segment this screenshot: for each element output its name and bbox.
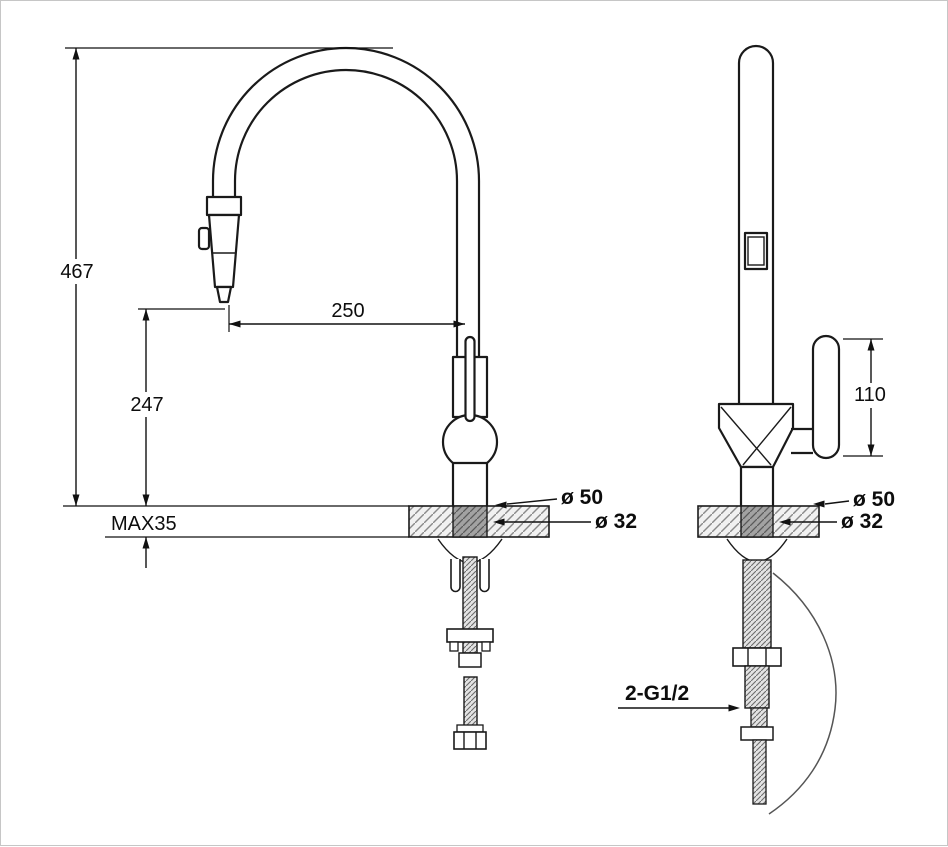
dim-dia32-front-label: ø 32 — [595, 510, 637, 533]
arrow-up-icon — [867, 339, 875, 351]
hex-nut — [453, 731, 487, 750]
dim-247: 247 — [125, 308, 225, 506]
arrow-down-icon — [72, 494, 80, 506]
spray-nozzle — [215, 285, 233, 304]
side-view: 110 ø 50 ø 32 2-G1/2 — [618, 44, 895, 815]
mount-stud — [463, 676, 478, 728]
arrow-left-icon — [495, 501, 507, 509]
shank-through-slab — [740, 505, 774, 538]
dim-dia50-side-label: ø 50 — [853, 488, 895, 511]
mount-nut-small — [458, 652, 482, 668]
column-window-inner — [747, 236, 765, 266]
escutcheon-bowl — [726, 538, 788, 563]
hex-nut — [732, 647, 782, 667]
washer — [456, 724, 484, 733]
arrow-down-icon — [867, 444, 875, 456]
body-shank — [739, 465, 775, 510]
dim-max35-label: MAX35 — [111, 513, 177, 535]
arrow-right-icon — [728, 704, 740, 712]
dim-dia32-side: ø 32 — [779, 510, 883, 533]
faucet-body — [441, 335, 499, 511]
supply-hose-curve — [768, 572, 837, 815]
dim-247-label: 247 — [130, 394, 163, 416]
arrow-right-icon — [453, 320, 465, 328]
shank-lower — [744, 665, 770, 709]
spray-body — [207, 213, 241, 289]
dim-dia32-front: ø 32 — [493, 510, 637, 533]
dim-max35: MAX35 — [105, 513, 409, 568]
dim-467-label: 467 — [60, 261, 93, 283]
arrow-down-icon — [142, 494, 150, 506]
arrow-left-icon — [229, 320, 241, 328]
countertop-side — [697, 505, 820, 538]
mounting-hardware-front — [437, 538, 503, 750]
arrow-left-icon — [493, 518, 505, 526]
spray-head — [197, 195, 243, 304]
leader-line — [506, 498, 558, 505]
label-bg — [849, 383, 891, 408]
clamp-foot-left — [449, 641, 459, 652]
lever-handle — [464, 335, 476, 423]
dim-110-label: 110 — [854, 384, 886, 406]
ball-joint — [441, 413, 499, 471]
spout-column — [737, 44, 775, 406]
dim-thread: 2-G1/2 — [618, 682, 740, 712]
spray-collar — [205, 195, 243, 217]
label-bg — [125, 392, 169, 417]
arrow-up-icon — [142, 309, 150, 321]
dim-110: 110 — [843, 338, 891, 457]
body-base — [451, 461, 489, 511]
body-cross-line — [742, 406, 792, 466]
shank-through-slab — [452, 505, 488, 538]
clamp-plate — [446, 628, 494, 643]
side-body — [717, 402, 795, 510]
label-bg — [55, 259, 99, 284]
threaded-shank — [742, 559, 772, 649]
body-cross-line — [720, 406, 772, 466]
arrow-left-icon — [813, 500, 825, 508]
dim-thread-label: 2-G1/2 — [625, 682, 689, 705]
arrow-up-icon — [72, 48, 80, 60]
dim-dia50-front: ø 50 — [495, 486, 603, 509]
rod-middle — [750, 707, 768, 728]
front-view: 467 247 MAX35 250 — [55, 46, 637, 750]
spray-button — [197, 226, 211, 251]
dim-250-label: 250 — [331, 300, 364, 322]
side-handle — [791, 334, 841, 460]
bracket-prong-left — [450, 559, 461, 593]
bracket-prong-right — [479, 559, 490, 593]
dim-250: 250 — [228, 300, 465, 332]
spout-inner-arc — [233, 68, 459, 361]
dim-dia50-front-label: ø 50 — [561, 486, 603, 509]
mounting-hardware-side — [726, 538, 837, 815]
leader-line — [824, 500, 850, 505]
clamp-foot-right — [481, 641, 491, 652]
arrow-left-icon — [779, 518, 791, 526]
dim-dia32-side-label: ø 32 — [841, 510, 883, 533]
lock-nut — [740, 726, 774, 741]
dim-dia50-side: ø 50 — [813, 488, 895, 511]
threaded-rod — [752, 739, 767, 805]
body-shell — [717, 402, 795, 469]
arrow-up-icon — [142, 537, 150, 549]
dim-467: 467 — [55, 47, 409, 507]
handle-lever — [811, 334, 841, 460]
